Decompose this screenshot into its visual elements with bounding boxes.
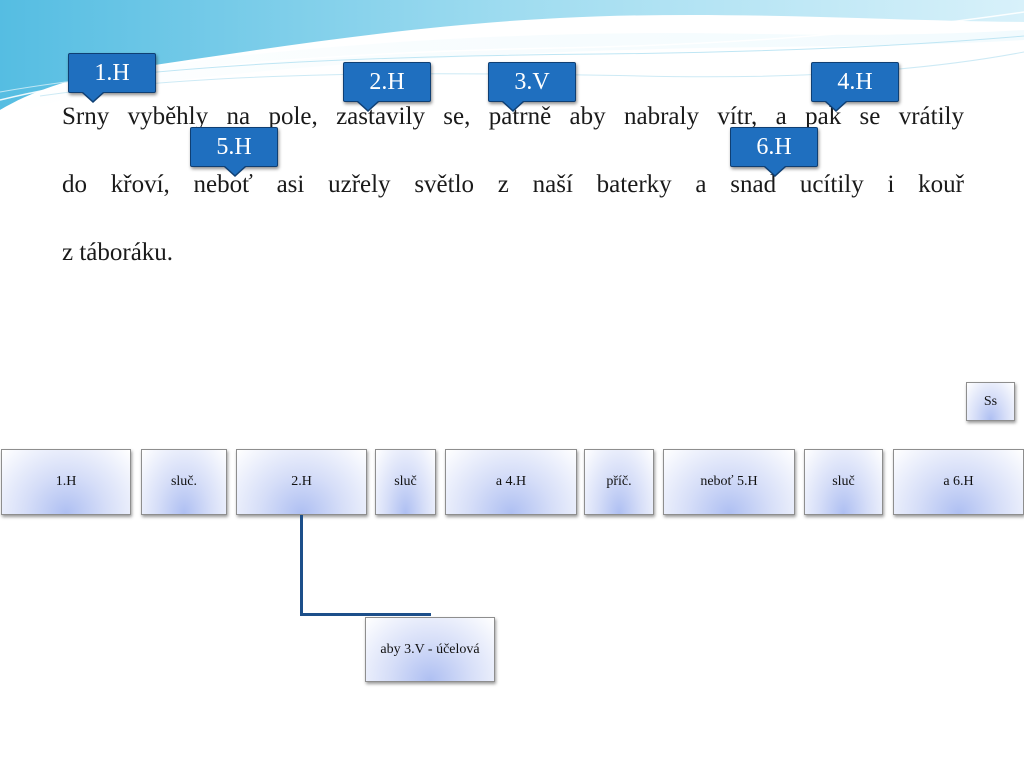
callout-2h: 2.H	[343, 62, 431, 112]
node-root-ss: Ss	[966, 382, 1015, 421]
node-aby-3v-ucelova: aby 3.V - účelová	[365, 617, 495, 682]
connector-horizontal	[300, 613, 431, 616]
callout-1h: 1.H	[68, 53, 156, 103]
node-nebot-5h: neboť 5.H	[663, 449, 795, 515]
node-a-6h: a 6.H	[893, 449, 1024, 515]
callout-5h: 5.H	[190, 127, 278, 177]
node-a-4h: a 4.H	[445, 449, 577, 515]
connector-vertical	[300, 515, 303, 615]
node-sluc-2: sluč	[375, 449, 436, 515]
sentence-line-2: do křoví, neboť asi uzřely světlo z naší…	[62, 171, 964, 198]
sentence-line-3: z táboráku.	[62, 239, 174, 266]
callout-6h: 6.H	[730, 127, 818, 177]
node-1h: 1.H	[1, 449, 131, 515]
node-2h: 2.H	[236, 449, 367, 515]
node-pric: příč.	[584, 449, 654, 515]
node-sluc-1: sluč.	[141, 449, 227, 515]
callout-4h: 4.H	[811, 62, 899, 112]
node-sluc-3: sluč	[804, 449, 883, 515]
callout-3v: 3.V	[488, 62, 576, 112]
